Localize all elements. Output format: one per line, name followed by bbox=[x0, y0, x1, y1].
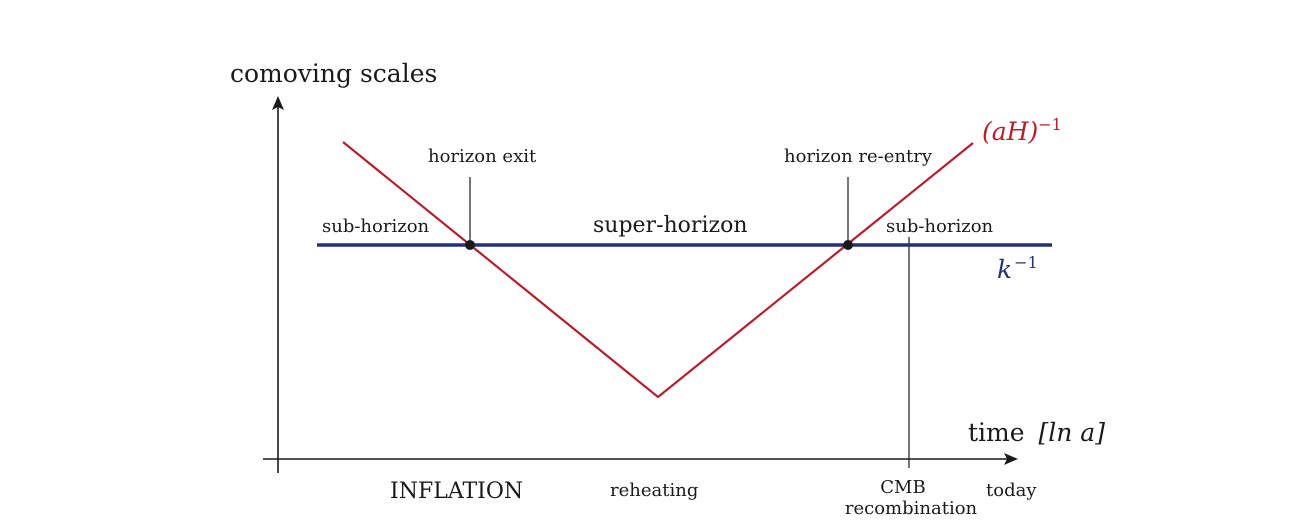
recombination-label: recombination bbox=[845, 498, 978, 519]
hubble-radius-label-base: (aH) bbox=[982, 117, 1038, 146]
scale-label: k−1 bbox=[997, 253, 1038, 284]
scale-label-base: k bbox=[997, 255, 1012, 284]
x-axis-label-unit: [ln a] bbox=[1039, 418, 1106, 447]
x-axis-label-text: time bbox=[968, 418, 1025, 447]
sub-horizon-right-label: sub-horizon bbox=[886, 216, 994, 237]
horizon-exit-label: horizon exit bbox=[428, 146, 537, 167]
horizon-reentry-label: horizon re-entry bbox=[784, 146, 933, 167]
inflation-label: INFLATION bbox=[390, 479, 523, 504]
hubble-radius-label-exp: −1 bbox=[1038, 115, 1062, 134]
today-label: today bbox=[986, 480, 1037, 501]
sub-horizon-left-label: sub-horizon bbox=[322, 216, 430, 237]
cmb-label: CMB bbox=[880, 477, 925, 498]
horizon-reentry-point bbox=[843, 240, 853, 250]
hubble-radius-label: (aH)−1 bbox=[982, 115, 1062, 146]
x-axis-label: time [ln a] bbox=[968, 418, 1105, 447]
y-axis-label: comoving scales bbox=[230, 59, 437, 88]
scale-label-exp: −1 bbox=[1014, 253, 1038, 272]
horizon-exit-point bbox=[465, 240, 475, 250]
reheating-label: reheating bbox=[610, 480, 698, 501]
hubble-radius-curve bbox=[342, 141, 974, 399]
super-horizon-label: super-horizon bbox=[593, 213, 747, 238]
